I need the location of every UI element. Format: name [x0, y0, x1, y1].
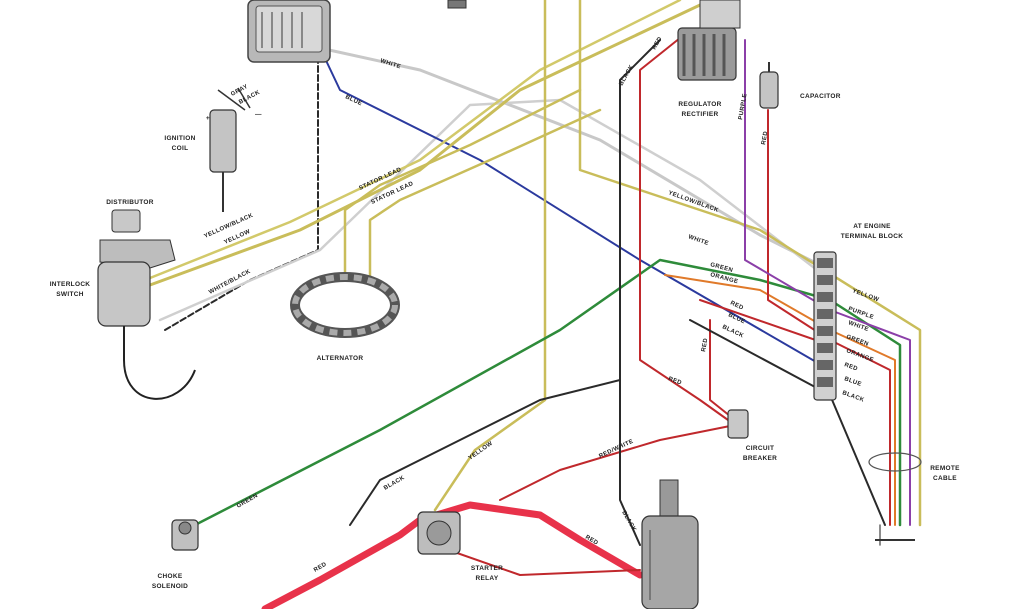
wire-label-purple-reg: PURPLE	[738, 93, 749, 120]
ignition-coil-label-2: COIL	[172, 145, 189, 152]
tb-label-red: RED	[843, 362, 858, 372]
circuit-breaker-label-1: CIRCUIT	[746, 445, 774, 452]
capacitor[interactable]	[759, 62, 779, 109]
capacitor-label: CAPACITOR	[800, 93, 841, 100]
choke-solenoid-label-2: SOLENOID	[152, 583, 188, 590]
choke-solenoid-label-1: CHOKE	[158, 573, 183, 580]
tb-label-black: BLACK	[841, 390, 865, 404]
wire-label-red-vert: RED	[701, 337, 709, 352]
terminal-block-label-1: AT ENGINE	[853, 223, 891, 230]
terminal-block-label-2: TERMINAL BLOCK	[841, 233, 904, 240]
starter-motor[interactable]	[641, 479, 699, 609]
wire-label-yellow-low: YELLOW	[468, 441, 494, 462]
wire-label-red-cap: RED	[761, 130, 769, 145]
black-wire-reg	[619, 39, 661, 546]
component-labels: + — IGNITION COIL DISTRIBUTOR INTERLOCK …	[50, 93, 960, 590]
interlock-switch-label-2: SWITCH	[56, 291, 83, 298]
spark-plug-icon	[447, 0, 467, 9]
distributor-label: DISTRIBUTOR	[106, 199, 154, 206]
yellow-black-wire	[148, 0, 682, 280]
starter-relay[interactable]	[417, 511, 461, 555]
interlock-switch-label-1: INTERLOCK	[50, 281, 91, 288]
blue-wire	[321, 51, 831, 371]
tb-label-orange: ORANGE	[845, 348, 874, 363]
wire-label-black-reg: BLACK	[619, 64, 636, 87]
tb-label-yellow: YELLOW	[851, 288, 879, 303]
red-vertical-wire	[709, 319, 736, 421]
starter-relay-label-1: STARTER	[471, 565, 503, 572]
red-wire-mid	[699, 299, 831, 346]
yellow-stator-1	[343, 88, 582, 282]
wire-label-red-reg: RED	[652, 36, 664, 51]
regulator-label-2: RECTIFIER	[681, 111, 718, 118]
alternator[interactable]	[290, 272, 400, 338]
ignition-coil-label-1: IGNITION	[164, 135, 195, 142]
distributor[interactable]	[97, 209, 196, 400]
yellow-vertical	[433, 0, 547, 512]
circuit-breaker-label-2: BREAKER	[743, 455, 777, 462]
red-white-wire	[499, 424, 736, 501]
wire-label-black-mid: BLACK	[721, 324, 745, 339]
remote-cable-label-1: REMOTE	[930, 465, 960, 472]
red-wire-reg	[639, 29, 736, 426]
alternator-label: ALTERNATOR	[317, 355, 364, 362]
choke-solenoid[interactable]	[171, 519, 199, 551]
remote-cable-label-2: CABLE	[933, 475, 957, 482]
tb-label-green: GREEN	[845, 334, 869, 348]
wire-label-green: GREEN	[709, 262, 733, 274]
wire-layer	[148, 0, 922, 609]
wire-label-red-mid: RED	[729, 300, 744, 311]
wire-label-red-low: RED	[313, 561, 328, 573]
yellow-right	[578, 0, 922, 527]
black-wire-low	[349, 379, 621, 526]
regulator-rectifier[interactable]	[677, 0, 741, 81]
yellow-stator-2	[368, 108, 602, 282]
ignition-minus-label: —	[255, 111, 262, 118]
wire-label-red-down: RED	[667, 376, 682, 386]
white-wire-main	[318, 46, 832, 272]
ignition-module[interactable]	[247, 0, 331, 63]
ignition-plus-label: +	[206, 115, 210, 122]
wire-label-black-starter: BLACK	[620, 510, 637, 533]
tb-label-blue: BLUE	[843, 376, 862, 388]
wire-label-white-2: WHITE	[687, 234, 709, 247]
remote-cable[interactable]	[868, 452, 922, 541]
white-black-wire	[158, 98, 832, 322]
regulator-label-1: REGULATOR	[678, 101, 721, 108]
circuit-breaker[interactable]	[727, 409, 749, 439]
green-wire	[193, 258, 902, 527]
starter-relay-label-2: RELAY	[476, 575, 499, 582]
ignition-coil[interactable]	[209, 87, 251, 212]
terminal-block[interactable]	[813, 251, 837, 401]
wire-label-white: WHITE	[379, 58, 401, 70]
